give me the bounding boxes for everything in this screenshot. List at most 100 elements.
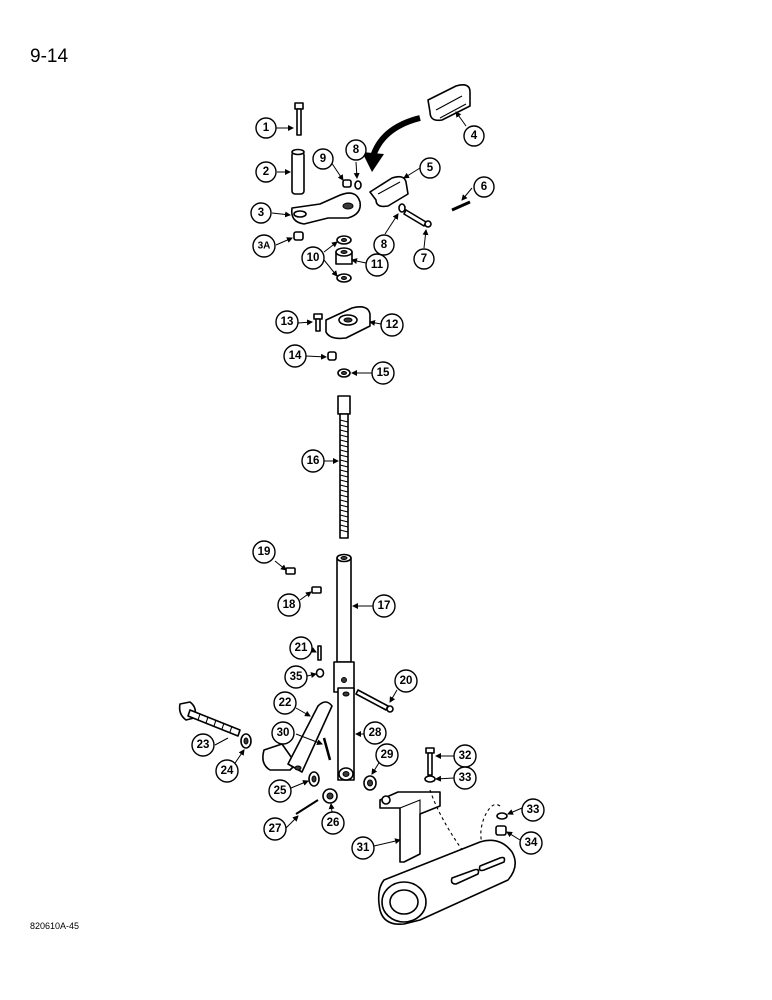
part-16-threaded-shaft [337, 395, 351, 539]
callout-30: 30 [271, 721, 295, 745]
part-9-nut [342, 179, 352, 188]
part-20-pin [355, 689, 394, 713]
part-25-washer [308, 771, 320, 787]
part-28-lever [337, 687, 355, 781]
leader-lines [214, 111, 523, 847]
part-35-washer [315, 668, 325, 678]
callout-5: 5 [419, 157, 441, 179]
svg-text:1: 1 [263, 122, 270, 134]
callout-18: 18 [277, 593, 301, 617]
part-3a-nut [293, 231, 304, 241]
callout-14: 14 [283, 344, 307, 368]
svg-text:23: 23 [197, 739, 210, 751]
svg-text:31: 31 [357, 842, 370, 854]
svg-text:25: 25 [274, 785, 287, 797]
callout-10: 10 [301, 246, 325, 270]
callout-13: 13 [275, 310, 299, 334]
callout-29: 29 [375, 743, 399, 767]
part-33-washer-right [496, 812, 508, 820]
callout-22: 22 [273, 691, 297, 715]
svg-text:30: 30 [277, 727, 290, 739]
callout-3: 1 [255, 117, 277, 139]
part-7-pin [403, 209, 432, 228]
callout-21: 21 [289, 636, 313, 660]
part-24-washer [240, 733, 252, 749]
part-31-bracket [379, 791, 441, 863]
svg-text:22: 22 [279, 697, 292, 709]
callout-26: 26 [321, 811, 345, 835]
callout-33-right: 33 [521, 798, 545, 822]
figure-code: 820610A-45 [30, 921, 80, 931]
svg-text:3A: 3A [258, 241, 271, 252]
svg-text:16: 16 [307, 455, 320, 467]
part-32-bolt [425, 747, 435, 776]
svg-text:3: 3 [258, 207, 264, 219]
callout-27: 27 [263, 817, 287, 841]
part-15-washer [337, 368, 351, 378]
part-14-nut [327, 351, 337, 361]
part-10-washer-top [336, 235, 352, 245]
svg-text:27: 27 [269, 823, 282, 835]
svg-text:35: 35 [290, 671, 303, 683]
svg-text:8: 8 [353, 144, 360, 156]
callout-25: 25 [268, 779, 292, 803]
svg-text:9: 9 [320, 153, 326, 165]
part-21-pin [317, 645, 322, 661]
callout-8-upper: 8 [345, 139, 367, 161]
callout-32: 32 [453, 744, 477, 768]
svg-text:28: 28 [369, 727, 382, 739]
part-18-fitting [311, 586, 322, 594]
part-10-washer-bottom [336, 273, 352, 283]
part-19-fitting [285, 567, 296, 575]
svg-text:7: 7 [421, 253, 427, 265]
callout-2: 2 [255, 161, 277, 183]
part-1-arm [290, 192, 362, 225]
callout-31: 31 [351, 836, 375, 860]
part-17-tube [333, 553, 355, 693]
svg-text:29: 29 [381, 749, 394, 761]
svg-text:11: 11 [371, 259, 384, 271]
svg-text:2: 2 [263, 166, 269, 178]
callout-24: 24 [215, 759, 239, 783]
svg-text:6: 6 [481, 181, 487, 193]
callout-8-lower: 8 [373, 234, 395, 256]
callout-19: 19 [252, 540, 276, 564]
callout-15: 15 [371, 361, 395, 385]
part-34-nut [495, 825, 507, 836]
callout-7: 7 [413, 248, 435, 270]
callout-12: 12 [380, 313, 404, 337]
part-23-long-bolt [178, 701, 241, 737]
callout-16: 16 [301, 449, 325, 473]
svg-text:26: 26 [327, 817, 340, 829]
svg-text:24: 24 [221, 765, 234, 777]
svg-text:14: 14 [289, 350, 302, 362]
part-6-cotter-pin [451, 200, 471, 212]
callout-3a: 3A [252, 234, 276, 258]
part-3-bolt [294, 102, 304, 136]
callout-6: 6 [473, 176, 495, 198]
callout-20: 20 [394, 669, 418, 693]
page-number: 9-14 [30, 46, 69, 67]
svg-text:4: 4 [471, 130, 478, 142]
svg-text:5: 5 [427, 162, 434, 174]
part-2-sleeve [291, 148, 305, 195]
callout-9: 9 [312, 148, 334, 170]
svg-text:34: 34 [525, 837, 538, 849]
part-22-lever [262, 701, 333, 773]
curved-arrow-head [362, 152, 384, 172]
part-29-washer [363, 775, 377, 791]
svg-text:13: 13 [281, 316, 294, 328]
callout-23: 23 [191, 733, 215, 757]
svg-text:20: 20 [400, 675, 413, 687]
svg-text:15: 15 [377, 367, 390, 379]
part-11-spacer [335, 247, 353, 265]
svg-text:33: 33 [527, 804, 540, 816]
svg-text:33: 33 [459, 772, 472, 784]
svg-text:17: 17 [378, 600, 391, 612]
part-13-bolt [313, 313, 323, 332]
callout-1: 3 [250, 202, 272, 224]
part-4-clevis [427, 84, 471, 122]
callout-33-upper: 33 [453, 766, 477, 790]
part-26-nut [322, 788, 338, 804]
